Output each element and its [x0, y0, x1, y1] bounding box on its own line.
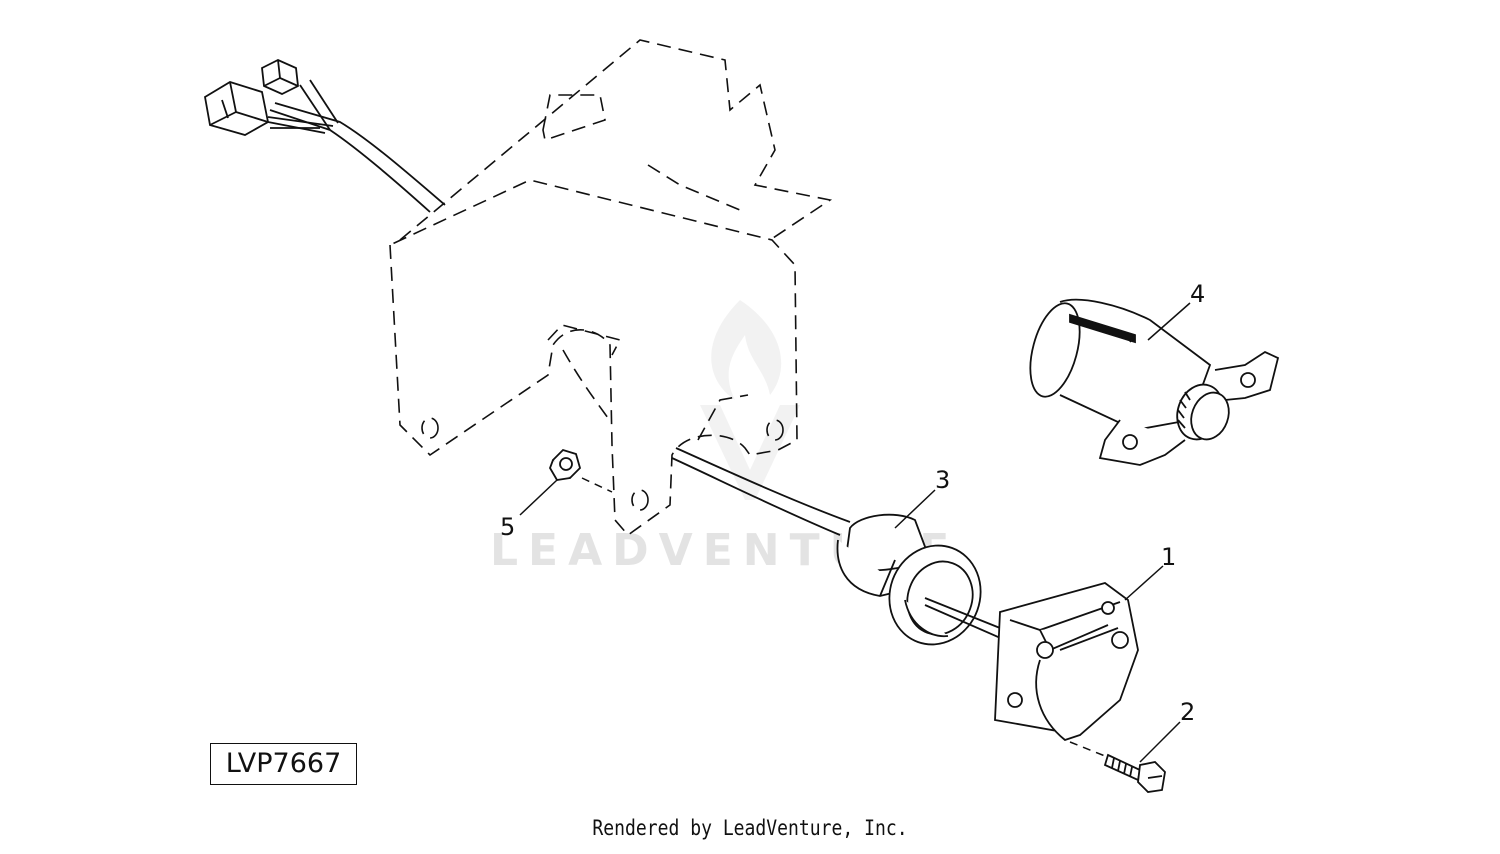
callout-3: 3	[935, 466, 950, 494]
wiring-harness	[267, 79, 446, 213]
leader-line-5	[519, 479, 558, 516]
connector-assembly	[1029, 298, 1280, 466]
bolt-centerline	[1069, 741, 1106, 757]
callout-5: 5	[500, 513, 515, 541]
nut-centerline	[581, 477, 613, 493]
leader-lines	[519, 302, 1191, 763]
callout-4: 4	[1190, 280, 1205, 308]
boot-cover	[836, 513, 982, 646]
harness-connector-large	[204, 81, 270, 136]
footer-credit: Rendered by LeadVenture, Inc.	[592, 816, 908, 840]
leader-line-4	[1147, 302, 1191, 341]
bolt	[1103, 753, 1166, 793]
leader-line-1	[1124, 565, 1164, 601]
watermark-logo	[700, 300, 800, 500]
nut	[549, 448, 582, 481]
harness-connector-small	[261, 59, 299, 95]
callout-2: 2	[1180, 698, 1195, 726]
callout-1: 1	[1161, 543, 1176, 571]
cable-through-boot	[924, 597, 1011, 641]
cable	[671, 447, 851, 536]
leader-line-2	[1139, 721, 1181, 763]
figure-id-label: LVP7667	[210, 743, 357, 785]
connector-socket	[994, 582, 1139, 742]
mounting-bracket	[389, 39, 833, 537]
leader-line-3	[894, 489, 936, 529]
